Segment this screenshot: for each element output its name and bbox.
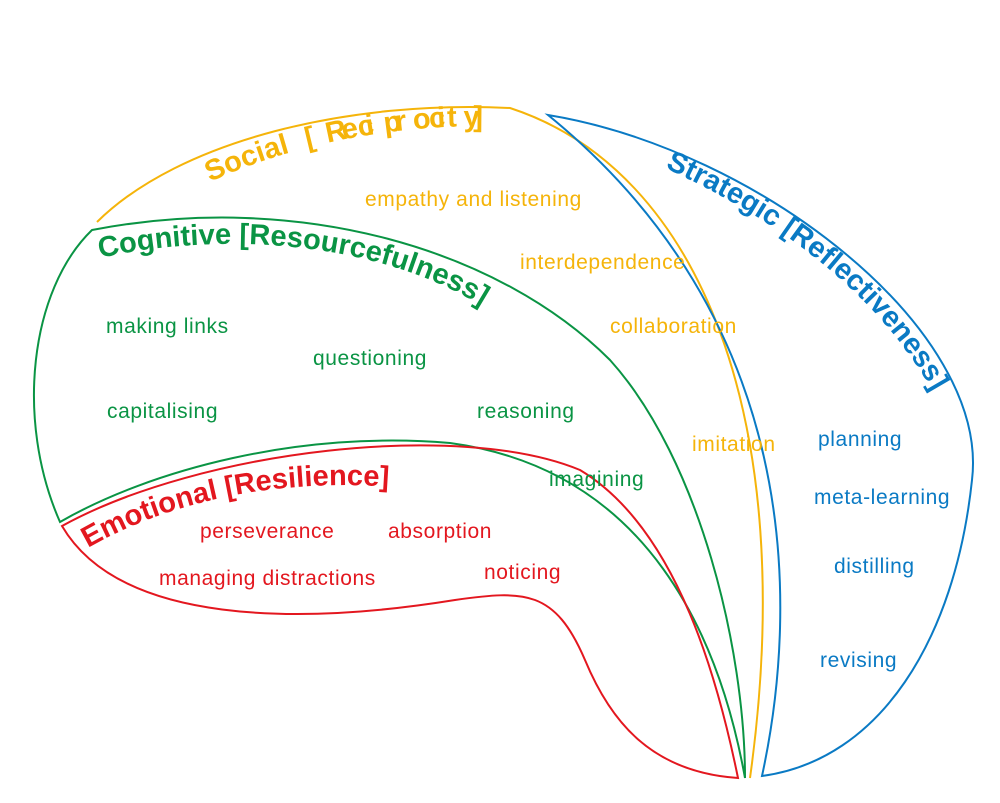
emotional-region (60, 444, 740, 780)
title-glyph: [ (301, 121, 318, 154)
title-glyph: R (249, 219, 271, 252)
title-glyph: c (428, 102, 446, 135)
strategic-item: planning (818, 428, 903, 451)
title-glyph: i (303, 461, 313, 493)
strategic-item: revising (820, 649, 898, 672)
title-glyph (231, 219, 239, 251)
social-item: interdependence (520, 251, 686, 274)
title-glyph: i (436, 102, 446, 134)
title-glyph: i (171, 221, 182, 254)
title-glyph: s (270, 463, 289, 497)
title-glyph: l (295, 461, 305, 493)
cognitive-item: capitalising (107, 400, 219, 423)
emotional-title: Emotional [Resilience] (76, 460, 390, 554)
title-glyph: n (329, 460, 347, 492)
title-glyph: p (382, 106, 404, 140)
cognitive-item: reasoning (477, 400, 575, 423)
title-glyph: v (198, 219, 215, 252)
strategic-item: meta-learning (814, 486, 951, 509)
title-glyph: ] (379, 461, 391, 494)
social-item: empathy and listening (365, 188, 582, 211)
cognitive-item: imagining (549, 468, 645, 491)
title-glyph: e (253, 464, 273, 498)
title-glyph: u (318, 226, 341, 260)
cognitive-item: questioning (313, 347, 428, 370)
title-glyph: e (312, 460, 329, 493)
title-glyph: r (393, 105, 408, 138)
title-glyph: [ (239, 219, 250, 251)
emotional-item: managing distractions (159, 567, 376, 590)
emotional-item: noticing (484, 561, 562, 584)
strategic-region (544, 113, 974, 778)
title-glyph: n (153, 222, 174, 256)
social-item: collaboration (610, 315, 737, 338)
strategic-item: distilling (834, 555, 915, 578)
title-glyph: o (412, 103, 432, 136)
title-glyph: g (135, 224, 157, 258)
title-glyph: s (285, 221, 304, 254)
title-glyph: i (189, 220, 199, 252)
title-glyph: y (463, 101, 479, 133)
title-glyph: i (287, 462, 298, 495)
title-glyph: e (362, 235, 386, 270)
emotional-item: absorption (388, 520, 493, 543)
cognitive-title: Cognitive [Resourcefulness] (95, 219, 495, 312)
title-glyph: e (339, 112, 361, 146)
title-glyph: c (355, 109, 376, 143)
title-glyph: t (179, 220, 191, 253)
emotional-item: perseverance (200, 520, 335, 543)
social-region (96, 106, 764, 779)
title-glyph: o (301, 223, 323, 257)
social-item: imitation (692, 433, 776, 456)
cognitive-region (33, 216, 746, 779)
strategic-title: Strategic [Reflectiveness] (662, 145, 955, 395)
title-glyph: e (215, 219, 232, 251)
title-glyph: o (116, 226, 139, 261)
title-glyph: e (363, 460, 380, 493)
cognitive-item: making links (106, 315, 229, 338)
title-glyph: c (347, 231, 370, 266)
title-glyph: ] (473, 101, 483, 133)
title-glyph: c (347, 460, 364, 492)
title-glyph: t (447, 101, 458, 133)
title-glyph: e (269, 220, 288, 253)
